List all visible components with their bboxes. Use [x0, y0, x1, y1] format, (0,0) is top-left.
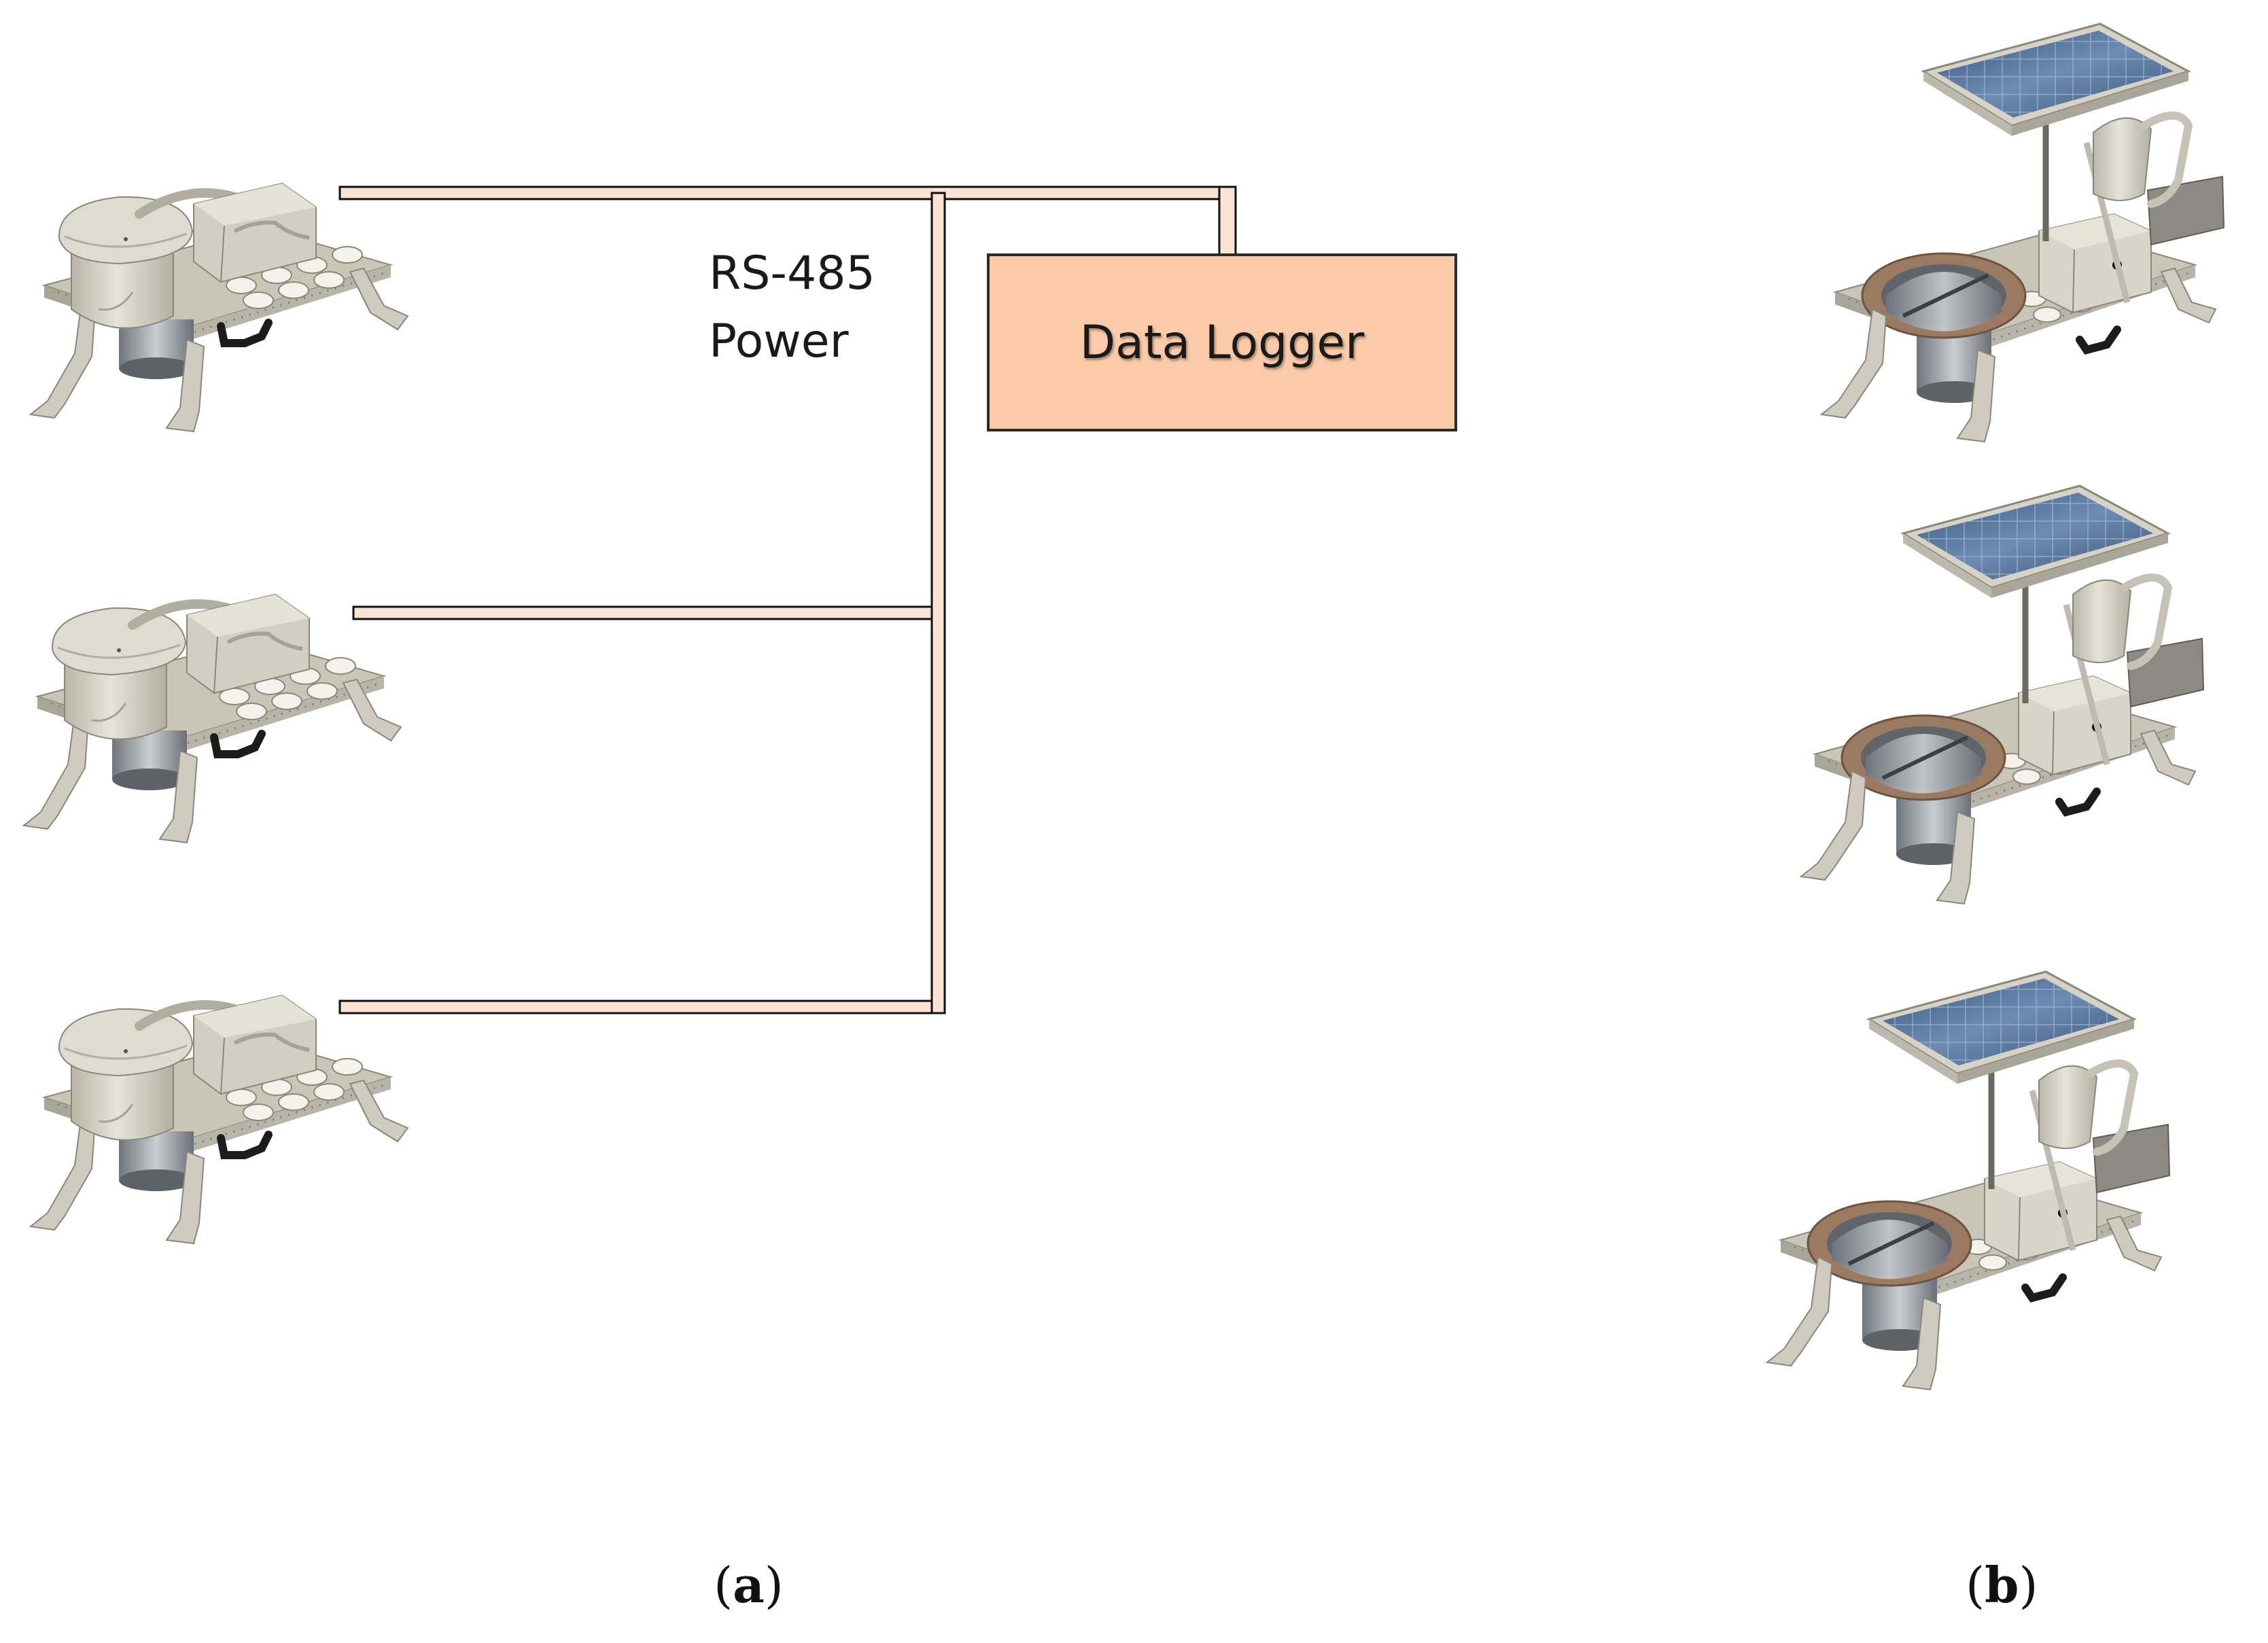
panel-b-open: ( — [1966, 1557, 1985, 1614]
solar-sensor-unit-3 — [1767, 972, 2169, 1390]
cable-to-logger — [1218, 186, 1237, 256]
cable-middle — [352, 605, 936, 620]
cable-top — [338, 186, 1237, 200]
panel-b-letter: b — [1985, 1556, 2019, 1614]
panel-a-letter: a — [733, 1556, 765, 1614]
cable-trunk — [930, 192, 946, 1014]
cable-bottom — [338, 1000, 946, 1014]
panel-a-caption: (a) — [714, 1556, 784, 1614]
wired-sensor-unit-3 — [31, 995, 408, 1243]
solar-sensor-unit-2 — [1801, 486, 2203, 904]
data-logger-box: Data Logger — [987, 253, 1457, 431]
rs485-label: RS-485 — [709, 247, 875, 300]
wired-sensor-unit-2 — [24, 595, 401, 843]
panel-a-close: ) — [764, 1557, 784, 1614]
power-label: Power — [709, 315, 849, 368]
solar-sensor-unit-1 — [1821, 24, 2224, 442]
cable-bus — [338, 186, 1237, 1014]
panel-b-caption: (b) — [1966, 1556, 2038, 1614]
data-logger-label: Data Logger — [1079, 315, 1365, 370]
wired-sensor-unit-1 — [31, 183, 408, 431]
panel-b-close: ) — [2019, 1557, 2038, 1614]
panel-a-open: ( — [714, 1557, 733, 1614]
